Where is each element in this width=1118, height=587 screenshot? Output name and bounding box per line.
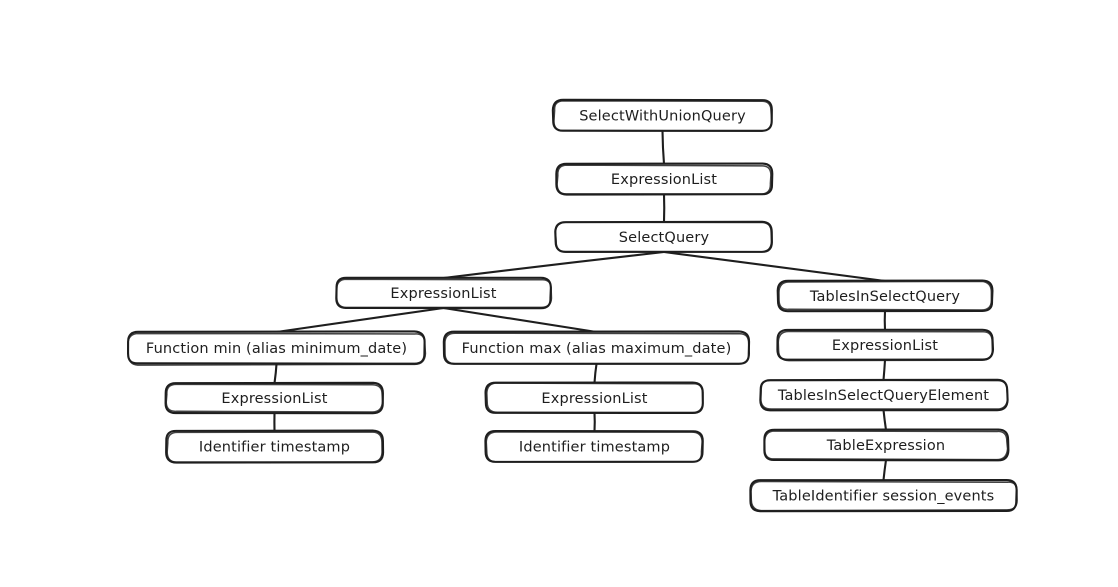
tree-edge bbox=[882, 408, 888, 432]
node-outline-sketch bbox=[336, 278, 553, 309]
tree-node[interactable]: TablesInSelectQueryElement bbox=[759, 378, 1009, 412]
node-label: TablesInSelectQueryElement bbox=[777, 388, 989, 404]
node-label: TableExpression bbox=[826, 438, 945, 454]
node-outline bbox=[776, 279, 994, 313]
tree-node[interactable]: Function max (alias maximum_date) bbox=[442, 330, 751, 365]
tree-node[interactable]: TablesInSelectQuery bbox=[776, 279, 994, 313]
node-outline-sketch bbox=[750, 480, 1018, 512]
node-label: SelectWithUnionQuery bbox=[579, 109, 746, 125]
tree-edge bbox=[662, 250, 887, 283]
tree-edge bbox=[273, 362, 278, 385]
node-outline-sketch bbox=[760, 379, 1009, 410]
node-label: Identifier timestamp bbox=[519, 440, 670, 456]
tree-node[interactable]: Identifier timestamp bbox=[484, 429, 704, 463]
tree-node[interactable]: ExpressionList bbox=[164, 381, 384, 415]
node-label: ExpressionList bbox=[221, 391, 327, 407]
tree-node[interactable]: ExpressionList bbox=[335, 276, 553, 310]
node-label: Function max (alias maximum_date) bbox=[462, 341, 732, 357]
tree-node[interactable]: TableIdentifier session_events bbox=[749, 479, 1018, 513]
node-outline-sketch bbox=[777, 330, 994, 362]
tree-node[interactable]: Identifier timestamp bbox=[165, 429, 385, 464]
node-outline-sketch bbox=[127, 332, 427, 366]
tree-node[interactable]: Function min (alias minimum_date) bbox=[127, 330, 427, 366]
tree-edge bbox=[442, 250, 666, 280]
tree-node[interactable]: SelectWithUnionQuery bbox=[551, 98, 773, 132]
node-label: ExpressionList bbox=[832, 338, 938, 354]
tree-edge bbox=[442, 306, 598, 334]
node-outline-sketch bbox=[444, 332, 751, 365]
node-outline-sketch bbox=[556, 164, 772, 195]
node-outline-sketch bbox=[778, 280, 993, 311]
tree-node[interactable]: TableExpression bbox=[763, 428, 1010, 462]
node-outline bbox=[164, 381, 384, 415]
tree-node[interactable]: ExpressionList bbox=[484, 381, 704, 415]
node-outline-sketch bbox=[166, 431, 383, 463]
node-outline-sketch bbox=[486, 382, 704, 414]
tree-node[interactable]: SelectQuery bbox=[554, 220, 773, 253]
tree-node[interactable]: ExpressionList bbox=[776, 328, 995, 362]
node-label: TableIdentifier session_events bbox=[772, 489, 995, 505]
node-label: Identifier timestamp bbox=[199, 440, 350, 456]
node-label: Function min (alias minimum_date) bbox=[146, 341, 407, 357]
node-label: ExpressionList bbox=[541, 391, 647, 407]
edge-layer bbox=[273, 129, 888, 482]
node-label: TablesInSelectQuery bbox=[809, 289, 960, 305]
tree-edge bbox=[882, 358, 887, 382]
tree-node[interactable]: ExpressionList bbox=[555, 162, 774, 196]
node-outline-sketch bbox=[763, 430, 1009, 461]
node-layer: SelectWithUnionQueryExpressionListSelect… bbox=[127, 98, 1018, 513]
node-outline-sketch bbox=[554, 221, 773, 253]
node-label: ExpressionList bbox=[611, 172, 717, 188]
tree-edge bbox=[882, 458, 888, 482]
node-outline-sketch bbox=[165, 383, 384, 413]
node-outline-sketch bbox=[485, 431, 703, 463]
node-label: ExpressionList bbox=[390, 286, 496, 302]
tree-edge bbox=[593, 362, 598, 385]
node-outline bbox=[763, 428, 1010, 462]
node-label: SelectQuery bbox=[619, 230, 710, 246]
tree-edge bbox=[661, 129, 666, 166]
node-outline-sketch bbox=[553, 100, 773, 132]
tree-edge bbox=[275, 306, 445, 334]
